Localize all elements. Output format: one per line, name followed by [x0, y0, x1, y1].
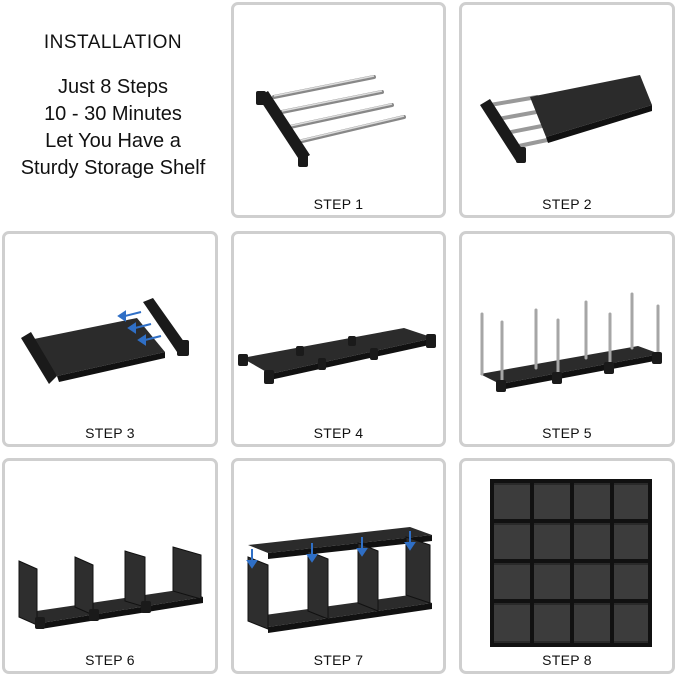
step-1-label: STEP 1	[313, 196, 364, 212]
attach-end-connector-icon	[21, 298, 189, 384]
step-6-label: STEP 6	[85, 652, 135, 668]
joined-panels-icon	[238, 328, 436, 384]
side-panels-icon	[18, 546, 203, 629]
rods-and-connectors-icon	[256, 75, 406, 167]
step-7-label: STEP 7	[313, 652, 364, 668]
step-6-panel: STEP 6	[2, 458, 218, 674]
vertical-poles-icon	[480, 292, 662, 392]
step-2-label: STEP 2	[542, 196, 592, 212]
step-7-panel: STEP 7	[231, 458, 446, 674]
finished-cube-shelf-icon	[490, 479, 652, 647]
step-5-panel: STEP 5	[459, 231, 675, 447]
step-3-label: STEP 3	[85, 425, 135, 441]
intro-line-steps: Just 8 Steps	[57, 76, 169, 98]
top-shelf-icon	[246, 527, 432, 633]
step-4-panel: STEP 4	[231, 231, 446, 447]
step-1-panel: STEP 1	[231, 2, 446, 218]
step-2-panel: STEP 2	[459, 2, 675, 218]
panel-on-rods-icon	[480, 75, 652, 163]
step-5-label: STEP 5	[542, 425, 592, 441]
step-8-panel: STEP 8	[459, 458, 675, 674]
intro-line-sturdy: Sturdy Storage Shelf	[20, 157, 206, 179]
step-3-panel: STEP 3	[2, 231, 218, 447]
intro-line-minutes: 10 - 30 Minutes	[44, 103, 182, 125]
step-8-label: STEP 8	[542, 652, 592, 668]
step-4-label: STEP 4	[313, 425, 364, 441]
installation-intro: INSTALLATION Just 8 Steps 10 - 30 Minute…	[0, 0, 226, 218]
intro-title: INSTALLATION	[43, 32, 183, 53]
intro-line-let-you: Let You Have a	[45, 130, 181, 152]
